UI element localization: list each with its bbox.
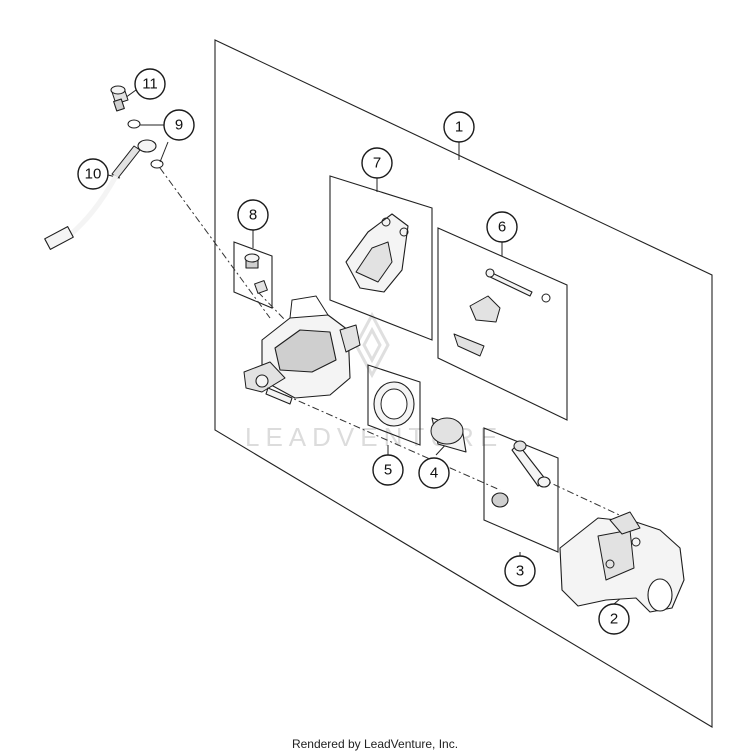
svg-text:10: 10 — [85, 166, 102, 183]
svg-text:6: 6 — [498, 219, 506, 236]
assembly-line-bleeder — [257, 291, 286, 321]
callout-6: 6 — [486, 211, 518, 243]
callout-8: 8 — [237, 199, 269, 231]
callout-10: 10 — [77, 158, 109, 190]
brake-hose-part — [44, 139, 157, 250]
footer-credit: Rendered by LeadVenture, Inc. — [291, 737, 459, 751]
callout-9: 9 — [163, 109, 195, 141]
bleeder-screw-part — [244, 253, 268, 294]
callout-1: 1 — [443, 111, 475, 143]
assembly-line-main — [284, 394, 501, 491]
pin-kit-panel — [437, 227, 568, 421]
caliper-carrier-part — [559, 511, 685, 613]
sealing-ring-part — [127, 119, 164, 169]
piston-part — [430, 417, 467, 453]
leader-9 — [159, 141, 169, 163]
svg-text:7: 7 — [373, 155, 381, 172]
brake-pad-panel — [329, 175, 433, 341]
guide-pin-panel — [483, 427, 559, 553]
callout-2: 2 — [598, 603, 630, 635]
assembly-line-hose — [159, 167, 271, 319]
assembly-line-pin — [539, 477, 631, 521]
callout-11: 11 — [134, 68, 166, 100]
svg-text:5: 5 — [384, 462, 392, 479]
svg-text:4: 4 — [430, 465, 438, 482]
callout-7: 7 — [361, 147, 393, 179]
caliper-body-part — [243, 295, 361, 405]
seal-panel — [367, 364, 421, 446]
assembly-panel — [214, 39, 713, 728]
svg-text:8: 8 — [249, 207, 257, 224]
callout-3: 3 — [504, 555, 536, 587]
svg-text:11: 11 — [142, 76, 158, 93]
callout-4: 4 — [418, 457, 450, 489]
watermark-logo — [354, 311, 390, 379]
bleeder-panel — [233, 241, 273, 309]
callout-5: 5 — [372, 454, 404, 486]
svg-text:2: 2 — [610, 611, 618, 628]
pin-kit-part — [453, 268, 551, 357]
brake-pad-part — [345, 213, 409, 293]
guide-pin-part — [491, 440, 551, 508]
svg-text:9: 9 — [175, 117, 183, 134]
piston-seal-part — [373, 381, 415, 427]
svg-text:1: 1 — [455, 119, 463, 136]
banjo-bolt-part — [110, 85, 129, 112]
svg-text:3: 3 — [516, 563, 524, 580]
